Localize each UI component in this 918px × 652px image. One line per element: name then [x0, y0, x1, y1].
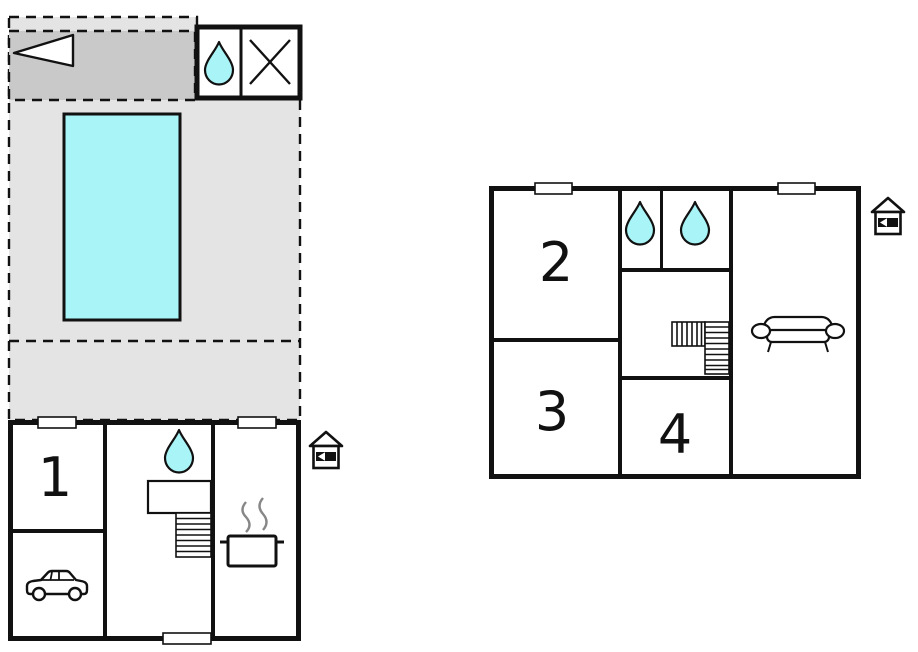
room-label-1: 1	[38, 446, 72, 509]
ground-floor-plan: 1	[7, 15, 344, 645]
counter	[146, 479, 213, 515]
interior-wall	[660, 189, 663, 270]
room-label-2: 2	[539, 231, 573, 294]
entrance-house-icon	[870, 196, 906, 236]
cross-icon	[249, 39, 291, 85]
car-icon	[25, 569, 89, 602]
interior-wall	[618, 189, 622, 477]
interior-wall	[618, 376, 733, 380]
interior-wall	[211, 422, 215, 639]
interior-wall	[10, 529, 107, 533]
window	[237, 416, 277, 429]
ground-floor-house: 1	[8, 416, 301, 645]
cooking-pot-icon	[220, 497, 284, 568]
interior-wall	[618, 268, 733, 272]
interior-wall	[729, 189, 733, 477]
triangle-marker-icon	[12, 33, 75, 68]
window	[534, 182, 573, 195]
sofa-icon	[750, 315, 846, 353]
stairs-icon	[175, 512, 212, 558]
terrace-strip	[7, 29, 197, 102]
room-label-4: 4	[658, 403, 692, 466]
outbuilding	[194, 24, 303, 101]
window	[162, 632, 212, 645]
swimming-pool	[62, 112, 182, 322]
window	[37, 416, 77, 429]
entrance-house-icon	[308, 430, 344, 470]
stairs-icon	[671, 321, 730, 375]
window	[777, 182, 816, 195]
first-floor-plan: 2 3 4	[489, 182, 906, 479]
room-label-3: 3	[535, 380, 569, 443]
interior-wall	[491, 338, 622, 342]
